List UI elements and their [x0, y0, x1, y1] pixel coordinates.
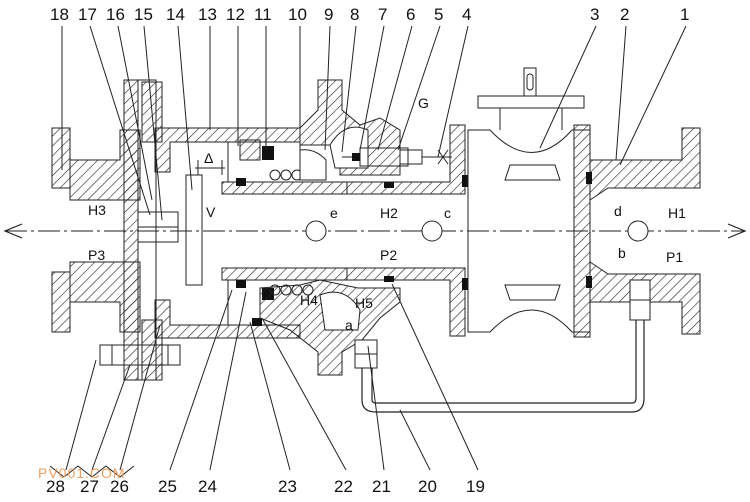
watermark: PV001.COM: [38, 465, 126, 481]
part-label-21: 21: [372, 477, 391, 496]
part-label-5: 5: [434, 5, 443, 24]
label-P3: P3: [88, 247, 105, 263]
part-label-22: 22: [334, 477, 353, 496]
center-pipe: [346, 124, 468, 337]
disc-v: [185, 160, 225, 286]
label-H1: H1: [668, 205, 686, 221]
left-bolt-flange: [99, 79, 181, 381]
label-V: V: [206, 204, 216, 220]
part-label-25: 25: [158, 477, 177, 496]
stem-assembly: [342, 147, 452, 167]
part-label-9: 9: [324, 5, 333, 24]
part-label-23: 23: [278, 477, 297, 496]
label-H4: H4: [300, 292, 318, 308]
part-label-14: 14: [166, 5, 185, 24]
bypass-pipe: [361, 279, 651, 413]
label-H2: H2: [380, 205, 398, 221]
piston-sleeve: [221, 139, 348, 326]
label-bracket-28-27-26: [49, 465, 135, 478]
part-label-26: 26: [110, 477, 129, 496]
leader-lines: [61, 25, 687, 471]
part-label-13: 13: [198, 5, 217, 24]
left-flange-body: [51, 127, 141, 333]
part-label-28: 28: [46, 477, 65, 496]
part-label-17: 17: [78, 5, 97, 24]
gate-valve: [467, 67, 591, 333]
label-G: G: [418, 95, 429, 111]
part-label-10: 10: [288, 5, 307, 24]
part-label-6: 6: [406, 5, 415, 24]
part-label-4: 4: [462, 5, 471, 24]
label-d: d: [614, 203, 622, 219]
part-label-7: 7: [378, 5, 387, 24]
label-a: a: [345, 317, 353, 333]
label-P1: P1: [666, 249, 683, 265]
lower-cavity-housing: [259, 279, 401, 376]
label-e: e: [330, 205, 338, 221]
part-label-18: 18: [50, 5, 69, 24]
upper-cavity-housing: [299, 79, 401, 181]
label-delta: Δ: [204, 150, 213, 166]
label-c: c: [444, 205, 451, 221]
part-label-2: 2: [620, 5, 629, 24]
label-P2: P2: [380, 247, 397, 263]
part-label-15: 15: [134, 5, 153, 24]
label-H3: H3: [88, 202, 106, 218]
part-label-19: 19: [466, 477, 485, 496]
part-label-1: 1: [680, 5, 689, 24]
part-label-16: 16: [106, 5, 125, 24]
label-H5: H5: [355, 295, 373, 311]
part-label-27: 27: [80, 477, 99, 496]
part-label-24: 24: [198, 477, 217, 496]
part-label-12: 12: [226, 5, 245, 24]
port-circles: [305, 220, 649, 242]
part-label-8: 8: [350, 5, 359, 24]
centerline: [3, 223, 747, 239]
part-label-3: 3: [590, 5, 599, 24]
label-b: b: [618, 245, 626, 261]
part-label-11: 11: [254, 5, 272, 24]
part-label-20: 20: [418, 477, 437, 496]
